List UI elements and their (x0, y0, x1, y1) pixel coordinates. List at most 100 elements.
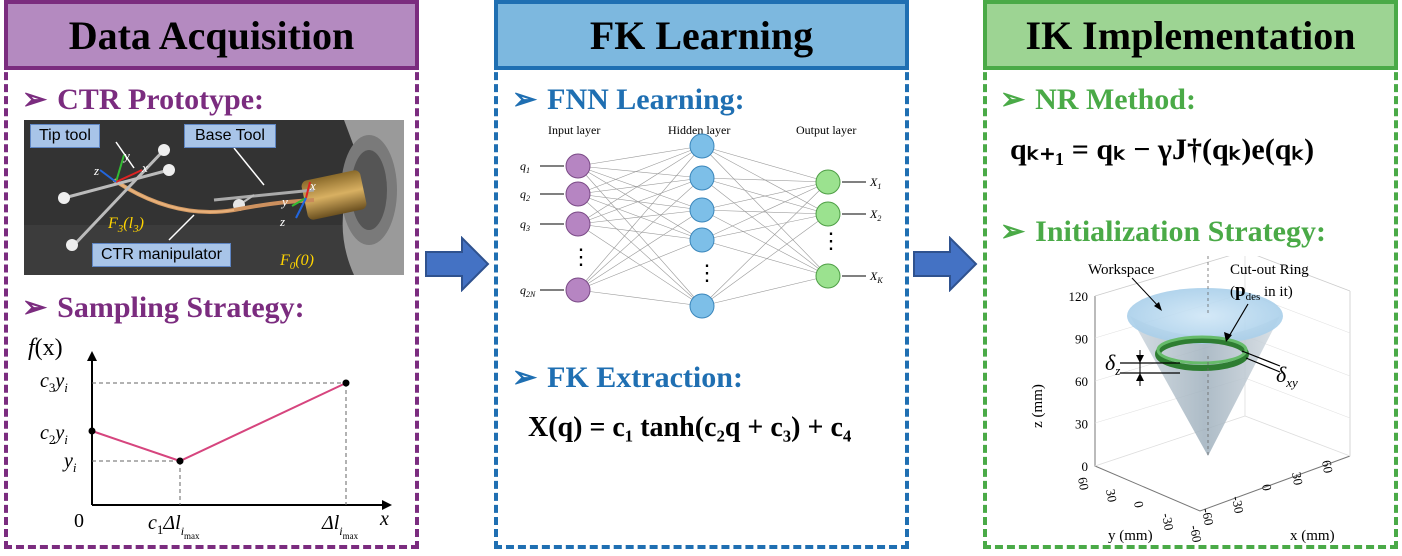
z-tick-label: 0 (1082, 459, 1089, 474)
arrow-bullet-icon: ➢ (512, 361, 538, 394)
c2yi-label: c2yi (40, 422, 68, 447)
data-acquisition-title: Data Acquisition (4, 0, 419, 70)
c1dl-label: c1Δlimax (148, 512, 200, 541)
ctr-prototype-heading: ➢ CTR Prototype: (22, 82, 264, 117)
fk-equation: X(q) = c₁ tanh(c₂q + c₃) + c₄ (528, 412, 852, 443)
fnn-connections (577, 145, 829, 307)
output-ellipsis: ⋮ (820, 228, 842, 253)
tip-z-axis-label: z (93, 163, 99, 178)
input-node (565, 211, 591, 237)
output-node (815, 169, 841, 195)
ik-implementation-title: IK Implementation (983, 0, 1398, 70)
f0-label: F0(0) (279, 252, 314, 272)
input-label: q2 (520, 187, 530, 203)
workspace-label: Workspace (1088, 262, 1155, 278)
x-axis-label: x (379, 508, 389, 530)
delta-xy-label: δxy (1276, 362, 1298, 390)
sampling-strategy-heading: ➢Sampling Strategy: (22, 290, 305, 325)
sampling-strategy-plot: f(x) c3yi c2yi yi 0 c1Δlimax Δlimax x (28, 335, 392, 541)
output-label: X1 (869, 175, 881, 191)
start-point (88, 427, 96, 435)
arrow-bullet-icon: ➢ (1000, 83, 1026, 116)
ctr-prototype-label: CTR Prototype: (57, 83, 265, 116)
input-layer-label: Input layer (548, 123, 600, 137)
pdes-label: (pdes in it) (1230, 280, 1293, 303)
init-strategy-label: Initialization Strategy: (1035, 215, 1326, 248)
y-tick-label: 30 (1103, 488, 1120, 503)
fx-label: f(x) (28, 335, 63, 361)
input-node (565, 153, 591, 179)
z-tick-label: 120 (1069, 289, 1089, 304)
hidden-ellipsis: ⋮ (696, 260, 718, 285)
ctr-prototype-photo: y x z x y z F3(l3) F0(0) Tip tool Base T… (24, 120, 404, 275)
input-node (565, 277, 591, 303)
fk-extraction-heading: ➢ FK Extraction: (512, 360, 743, 395)
hidden-node (689, 133, 715, 159)
z-tick-label: 90 (1075, 332, 1088, 347)
c3yi-label: c3yi (40, 370, 68, 395)
fnn-learning-heading: ➢ FNN Learning: (512, 82, 745, 117)
f3-label: F3(l3) (107, 215, 144, 235)
y-tick-label: -30 (1159, 512, 1177, 532)
tip-x-axis-label: x (141, 160, 148, 175)
y-tick-label: 60 (1075, 476, 1092, 491)
input-label: q2N (520, 283, 536, 299)
x-tick-label: -60 (1199, 507, 1217, 527)
hidden-node (689, 165, 715, 191)
base-z-axis-label: z (279, 214, 285, 229)
y-tick-label: -60 (1187, 524, 1205, 544)
base-x-axis-label: x (309, 178, 316, 193)
base-tool-callout: Base Tool (184, 124, 276, 148)
nr-method-label: NR Method: (1035, 83, 1196, 116)
flow-arrow-2-icon (913, 236, 978, 292)
init-strategy-heading: ➢ Initialization Strategy: (1000, 214, 1326, 249)
z-tick-label: 60 (1075, 374, 1088, 389)
fk-extraction-label: FK Extraction: (547, 361, 743, 394)
arrow-bullet-icon: ➢ (512, 83, 538, 116)
end-point (342, 379, 350, 387)
hidden-node (689, 197, 715, 223)
nr-method-heading: ➢ NR Method: (1000, 82, 1196, 117)
fnn-learning-label: FNN Learning: (547, 83, 745, 116)
input-label: q1 (520, 159, 530, 175)
input-label: q3 (520, 217, 530, 233)
output-node (815, 201, 841, 227)
fk-learning-title: FK Learning (494, 0, 909, 70)
fnn-nodes (565, 133, 841, 319)
z-axis-label: z (mm) (1030, 384, 1046, 428)
hidden-node (689, 227, 715, 253)
sampling-function-line (91, 382, 347, 463)
x-tick-label: -30 (1229, 495, 1247, 515)
origin-label: 0 (74, 510, 84, 532)
hidden-node (689, 293, 715, 319)
y-axis-arrowhead (87, 351, 97, 361)
ctr-manipulator-callout: CTR manipulator (92, 243, 231, 267)
tip-tool-callout: Tip tool (30, 124, 100, 148)
x-axis-label: x (mm) (1290, 528, 1335, 544)
output-label: X2 (869, 207, 881, 223)
yi-label: yi (62, 450, 77, 475)
x-tick-label: 0 (1259, 483, 1275, 492)
delta-z-label: δz (1105, 350, 1120, 378)
flow-arrow-1-icon (425, 236, 490, 292)
output-node (815, 263, 841, 289)
arrow-bullet-icon: ➢ (1000, 215, 1026, 248)
base-y-axis-label: y (280, 194, 288, 209)
dl-label: Δlimax (321, 512, 359, 541)
sampling-strategy-label: Sampling Strategy: (57, 291, 305, 324)
hidden-layer-label: Hidden layer (668, 123, 730, 137)
y-tick-label: 0 (1131, 500, 1147, 509)
arrow-bullet-icon: ➢ (22, 83, 48, 116)
x-axis-arrowhead (382, 500, 392, 510)
workspace-cap (1127, 288, 1283, 344)
min-point (176, 457, 184, 465)
x-tick-label: 30 (1289, 471, 1306, 486)
x-tick-label: 60 (1319, 459, 1336, 474)
nr-equation: qₖ₊₁ = qₖ − γJ†(qₖ)e(qₖ) (1010, 133, 1315, 166)
output-layer-label: Output layer (796, 123, 856, 137)
input-node (565, 181, 591, 207)
workspace-3d-plot: δz δxy Workspace Cut-out Ring (pdes in i… (1030, 256, 1351, 544)
z-tick-label: 30 (1075, 417, 1088, 432)
y-axis-label: y (mm) (1108, 528, 1153, 544)
cutout-ring-label: Cut-out Ring (1230, 262, 1309, 278)
